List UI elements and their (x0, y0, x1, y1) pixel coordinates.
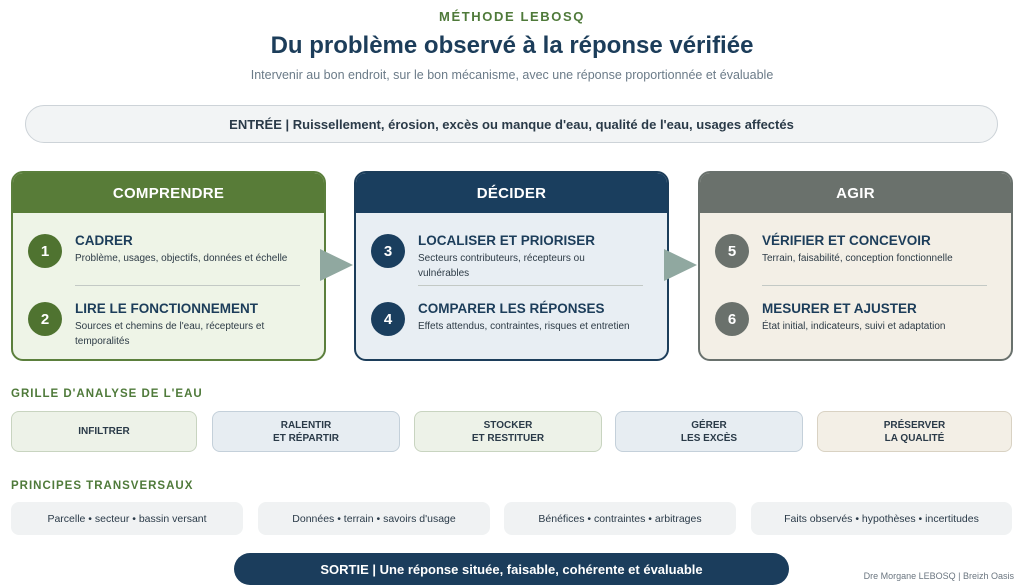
exit-banner: SORTIE | Une réponse située, faisable, c… (234, 553, 789, 585)
step-divider (418, 285, 643, 286)
step-description: Effets attendus, contraintes, risques et… (418, 321, 630, 332)
step-title: MESURER ET AJUSTER (762, 301, 917, 316)
grid-item-line: ET RESTITUER (471, 432, 545, 444)
entry-banner: ENTRÉE | Ruissellement, érosion, excès o… (25, 105, 998, 143)
step-number-badge: 1 (28, 234, 62, 268)
step-title: VÉRIFIER ET CONCEVOIR (762, 233, 931, 248)
step-2: 2 LIRE LE FONCTIONNEMENT Sources et chem… (28, 301, 313, 359)
step-number-badge: 2 (28, 302, 62, 336)
step-6: 6 MESURER ET AJUSTER État initial, indic… (715, 301, 1000, 359)
grid-item-line: LES EXCÈS (680, 432, 738, 444)
grid-item-line: ET RÉPARTIR (273, 432, 339, 444)
step-description: Problème, usages, objectifs, données et … (75, 253, 288, 264)
step-4: 4 COMPARER LES RÉPONSES Effets attendus,… (371, 301, 656, 359)
step-number-badge: 4 (371, 302, 405, 336)
step-1: 1 CADRER Problème, usages, objectifs, do… (28, 233, 313, 293)
step-3: 3 LOCALISER ET PRIORISER Secteurs contri… (371, 233, 656, 293)
grid-item-infiltrer: INFILTRER (11, 411, 197, 452)
column-agir: AGIR 5 VÉRIFIER ET CONCEVOIR Terrain, fa… (698, 171, 1013, 361)
principles-section-label: PRINCIPES TRANSVERSAUX (11, 480, 194, 492)
column-decider: DÉCIDER 3 LOCALISER ET PRIORISER Secteur… (354, 171, 669, 361)
method-kicker: MÉTHODE LEBOSQ (439, 9, 585, 24)
step-title: LOCALISER ET PRIORISER (418, 233, 596, 248)
step-number-badge: 3 (371, 234, 405, 268)
author-credit: Dre Morgane LEBOSQ | Breizh Oasis (863, 571, 1014, 581)
step-divider (762, 285, 987, 286)
step-description: Sources et chemins de l'eau, récepteurs … (75, 321, 265, 347)
column-title: COMPRENDRE (13, 173, 324, 213)
step-title: COMPARER LES RÉPONSES (418, 301, 605, 316)
grid-item-line: GÉRER (691, 419, 727, 431)
column-title: AGIR (700, 173, 1011, 213)
step-title: LIRE LE FONCTIONNEMENT (75, 301, 258, 316)
flow-arrow-icon (320, 249, 353, 281)
principle-chip: Bénéfices • contraintes • arbitrages (504, 502, 736, 535)
column-title: DÉCIDER (356, 173, 667, 213)
column-comprendre: COMPRENDRE 1 CADRER Problème, usages, ob… (11, 171, 326, 361)
page-subtitle: Intervenir au bon endroit, sur le bon mé… (250, 68, 774, 82)
grid-item-line: INFILTRER (78, 426, 130, 437)
step-description: État initial, indicateurs, suivi et adap… (762, 321, 946, 332)
principle-chip: Données • terrain • savoirs d'usage (258, 502, 490, 535)
principle-chip: Parcelle • secteur • bassin versant (11, 502, 243, 535)
grid-item-line: PRÉSERVER (883, 419, 946, 431)
step-title: CADRER (75, 233, 133, 248)
step-5: 5 VÉRIFIER ET CONCEVOIR Terrain, faisabi… (715, 233, 1000, 293)
flow-arrow-icon (664, 249, 697, 281)
grid-item-line: LA QUALITÉ (884, 432, 945, 444)
step-divider (75, 285, 300, 286)
step-number-badge: 6 (715, 302, 749, 336)
principle-chip: Faits observés • hypothèses • incertitud… (751, 502, 1012, 535)
step-description: Secteurs contributeurs, récepteurs ou vu… (418, 253, 585, 279)
grid-item-line: RALENTIR (280, 419, 332, 431)
page-title: Du problème observé à la réponse vérifié… (270, 32, 754, 59)
grid-item-line: STOCKER (483, 419, 533, 431)
step-number-badge: 5 (715, 234, 749, 268)
step-description: Terrain, faisabilité, conception fonctio… (762, 253, 953, 264)
grid-section-label: GRILLE D'ANALYSE DE L'EAU (11, 388, 203, 400)
